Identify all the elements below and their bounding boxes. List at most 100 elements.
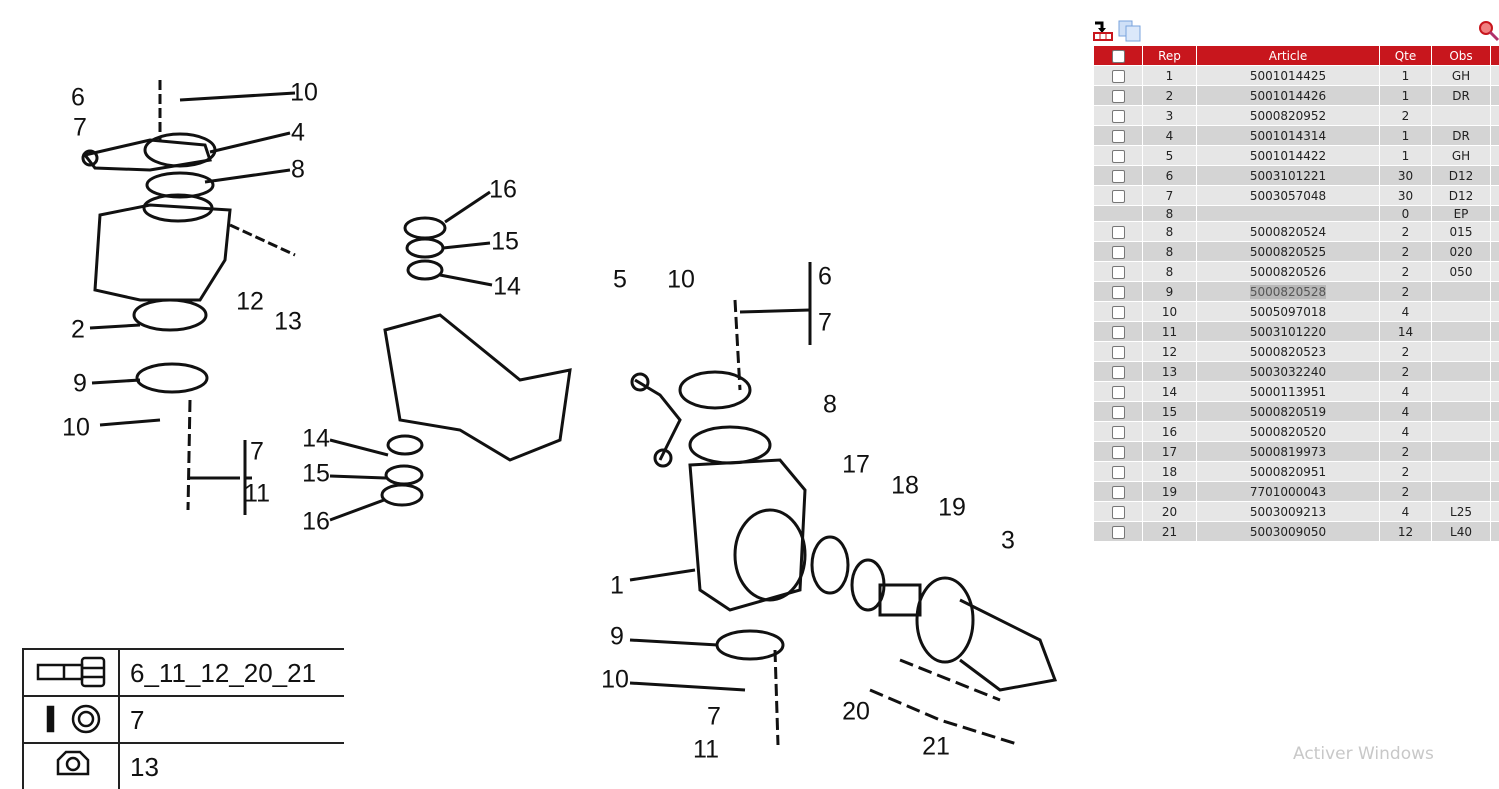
row-select-cell[interactable]	[1094, 222, 1143, 242]
qte-cell: 4	[1380, 402, 1432, 422]
row-checkbox[interactable]	[1112, 226, 1125, 239]
row-checkbox[interactable]	[1112, 386, 1125, 399]
row-select-cell[interactable]	[1094, 502, 1143, 522]
row-select-cell[interactable]	[1094, 146, 1143, 166]
row-checkbox[interactable]	[1112, 446, 1125, 459]
row-checkbox[interactable]	[1112, 170, 1125, 183]
row-checkbox[interactable]	[1112, 426, 1125, 439]
legend-row-nut: 13	[24, 744, 344, 789]
row-checkbox[interactable]	[1112, 406, 1125, 419]
row-select-cell[interactable]	[1094, 86, 1143, 106]
row-select-cell[interactable]	[1094, 462, 1143, 482]
row-select-cell[interactable]	[1094, 66, 1143, 86]
row-select-cell[interactable]	[1094, 482, 1143, 502]
extra-cell	[1491, 322, 1499, 342]
row-checkbox[interactable]	[1112, 306, 1125, 319]
header-article[interactable]: Article	[1197, 46, 1380, 66]
row-checkbox[interactable]	[1112, 466, 1125, 479]
rep-cell: 12	[1143, 342, 1197, 362]
article-number: 5000820951	[1250, 465, 1326, 479]
row-checkbox[interactable]	[1112, 266, 1125, 279]
extra-cell	[1491, 442, 1499, 462]
rep-cell: 8	[1143, 222, 1197, 242]
header-rep[interactable]: Rep	[1143, 46, 1197, 66]
row-select-cell[interactable]	[1094, 442, 1143, 462]
row-select-cell[interactable]	[1094, 382, 1143, 402]
legend-row-bolt: 6_11_12_20_21	[24, 650, 344, 697]
header-obs[interactable]: Obs	[1432, 46, 1491, 66]
row-checkbox[interactable]	[1112, 506, 1125, 519]
row-checkbox[interactable]	[1112, 246, 1125, 259]
copy-icon[interactable]	[1118, 20, 1140, 42]
row-checkbox[interactable]	[1112, 346, 1125, 359]
row-select-cell[interactable]	[1094, 362, 1143, 382]
row-select-cell[interactable]	[1094, 342, 1143, 362]
row-select-cell[interactable]	[1094, 262, 1143, 282]
obs-cell: 050	[1432, 262, 1491, 282]
row-checkbox[interactable]	[1112, 286, 1125, 299]
article-cell: 5000819973	[1197, 442, 1380, 462]
row-checkbox[interactable]	[1112, 110, 1125, 123]
row-checkbox[interactable]	[1112, 150, 1125, 163]
row-select-cell[interactable]	[1094, 166, 1143, 186]
row-checkbox[interactable]	[1112, 486, 1125, 499]
row-select-cell[interactable]	[1094, 282, 1143, 302]
row-select-cell[interactable]	[1094, 186, 1143, 206]
exploded-parts-diagram: 6 7 10 4 8 12 13 2 9 10 7 11 16 15 14 14…	[0, 0, 1085, 762]
row-checkbox[interactable]	[1112, 326, 1125, 339]
basket-arrow-icon[interactable]	[1092, 20, 1114, 42]
header-qte[interactable]: Qte	[1380, 46, 1432, 66]
callout-15: 15	[302, 462, 330, 487]
row-checkbox[interactable]	[1112, 70, 1125, 83]
row-checkbox[interactable]	[1112, 190, 1125, 203]
select-all-checkbox[interactable]	[1112, 50, 1125, 63]
row-select-cell[interactable]	[1094, 242, 1143, 262]
row-select-cell[interactable]	[1094, 402, 1143, 422]
qte-cell: 2	[1380, 342, 1432, 362]
article-number: 5000820528	[1250, 285, 1326, 299]
row-checkbox[interactable]	[1112, 90, 1125, 103]
magnifier-icon[interactable]	[1478, 20, 1499, 42]
row-checkbox[interactable]	[1112, 130, 1125, 143]
callout-4: 4	[291, 121, 305, 146]
row-select-cell[interactable]	[1094, 522, 1143, 542]
article-cell: 5003009050	[1197, 522, 1380, 542]
row-select-cell[interactable]	[1094, 106, 1143, 126]
select-all-header[interactable]	[1094, 46, 1143, 66]
row-select-cell[interactable]	[1094, 302, 1143, 322]
row-select-cell[interactable]	[1094, 126, 1143, 146]
row-checkbox[interactable]	[1112, 366, 1125, 379]
rep-cell: 5	[1143, 146, 1197, 166]
row-checkbox[interactable]	[1112, 526, 1125, 539]
obs-cell	[1432, 362, 1491, 382]
extra-cell	[1491, 166, 1499, 186]
obs-cell: GH	[1432, 146, 1491, 166]
row-select-cell[interactable]	[1094, 322, 1143, 342]
row-select-cell[interactable]	[1094, 422, 1143, 442]
obs-cell	[1432, 442, 1491, 462]
